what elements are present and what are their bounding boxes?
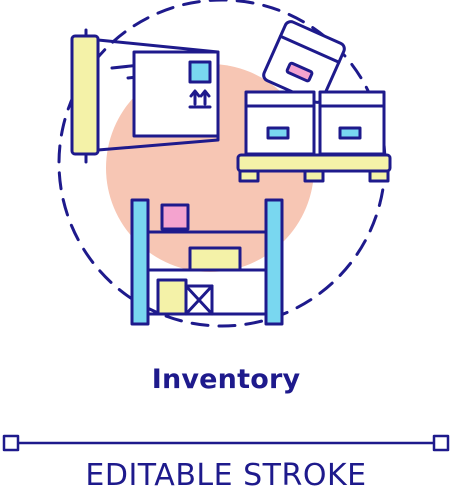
page-title: Inventory [151, 364, 301, 395]
warehouse-shelf-icon [130, 198, 284, 326]
pallet-boxes-icon [244, 90, 386, 156]
editable-stroke-caption: EDITABLE STROKE [85, 458, 367, 493]
stretch-film-roll-icon [70, 28, 220, 164]
pallet-icon [236, 153, 392, 183]
wrapped-parcel-icon [132, 50, 220, 138]
tilted-box-icon [262, 20, 346, 104]
stroke-divider-icon [2, 434, 450, 452]
